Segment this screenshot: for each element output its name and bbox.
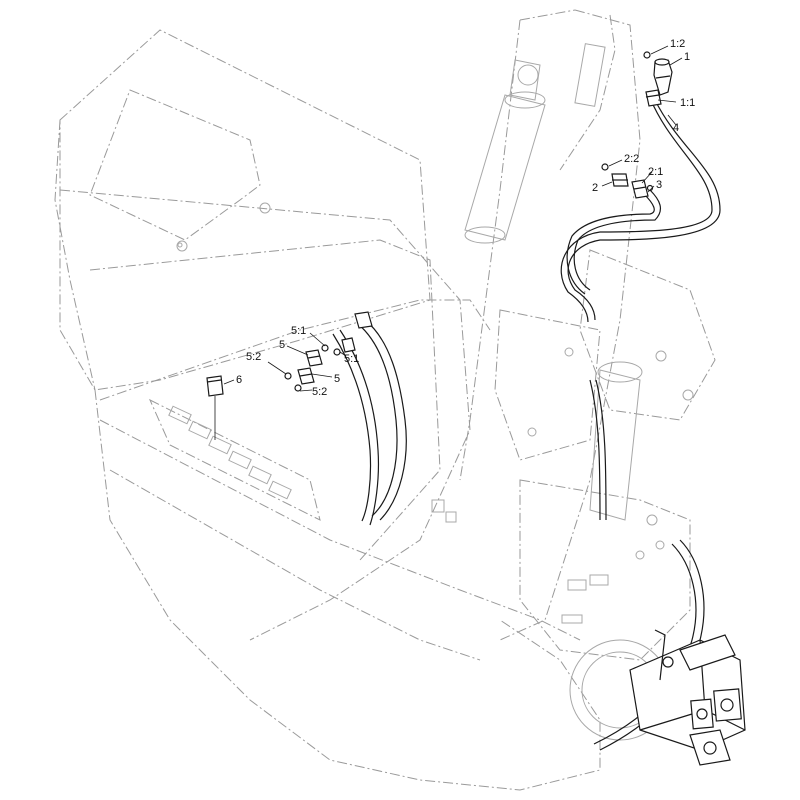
- callout-1-1: 1:1: [680, 97, 695, 109]
- callout-4: 4: [673, 122, 679, 134]
- hydraulic-hose-assembly-3: [566, 189, 662, 295]
- hydraulic-hose-lower-left: [332, 319, 407, 526]
- callout-5-2-bottom: 5:2: [312, 386, 327, 398]
- part-2-straight-fitting: [611, 173, 629, 187]
- hydraulic-cylinder-phantom: [464, 59, 643, 521]
- machine-frame-phantom: [54, 9, 716, 791]
- callout-2: 2: [592, 182, 598, 194]
- part-5-1-o-ring-right: [333, 348, 341, 356]
- part-1-1-o-ring: [645, 89, 662, 107]
- callout-5-2-left: 5:2: [246, 351, 261, 363]
- part-2-2-o-ring: [601, 163, 609, 171]
- leader-lines: [214, 45, 683, 440]
- part-5-fitting-upper: [305, 349, 323, 367]
- hose-end-fittings-center: [341, 311, 373, 353]
- callout-5-1-top: 5:1: [291, 325, 306, 337]
- callout-3: 3: [656, 179, 662, 191]
- control-valve-block: [629, 629, 746, 766]
- callout-labels: 1:2 1 1:1 4 2:2 2:1 2 3 5:1 5 5:1 5:2 5 …: [236, 38, 695, 398]
- part-5-fitting-lower: [297, 367, 315, 385]
- part-5-2-o-ring-bottom: [294, 384, 302, 392]
- callout-1-2: 1:2: [670, 38, 685, 50]
- callout-2-2: 2:2: [624, 153, 639, 165]
- part-5-1-o-ring-upper: [321, 344, 329, 352]
- hydraulic-hose-assembly-4: [560, 97, 721, 323]
- callout-5-1-right: 5:1: [344, 353, 359, 365]
- callout-1: 1: [684, 51, 690, 63]
- part-3-hose-fitting: [631, 179, 649, 199]
- callout-5-top: 5: [279, 339, 285, 351]
- callout-2-1: 2:1: [648, 166, 663, 178]
- part-1-elbow-fitting: [653, 58, 673, 96]
- control-panel-phantom: [168, 405, 292, 500]
- part-1-2-o-ring: [643, 51, 651, 59]
- part-5-2-o-ring-left: [284, 372, 292, 380]
- callout-6: 6: [236, 374, 242, 386]
- part-6-dust-cap: [206, 375, 224, 397]
- callout-5-right: 5: [334, 373, 340, 385]
